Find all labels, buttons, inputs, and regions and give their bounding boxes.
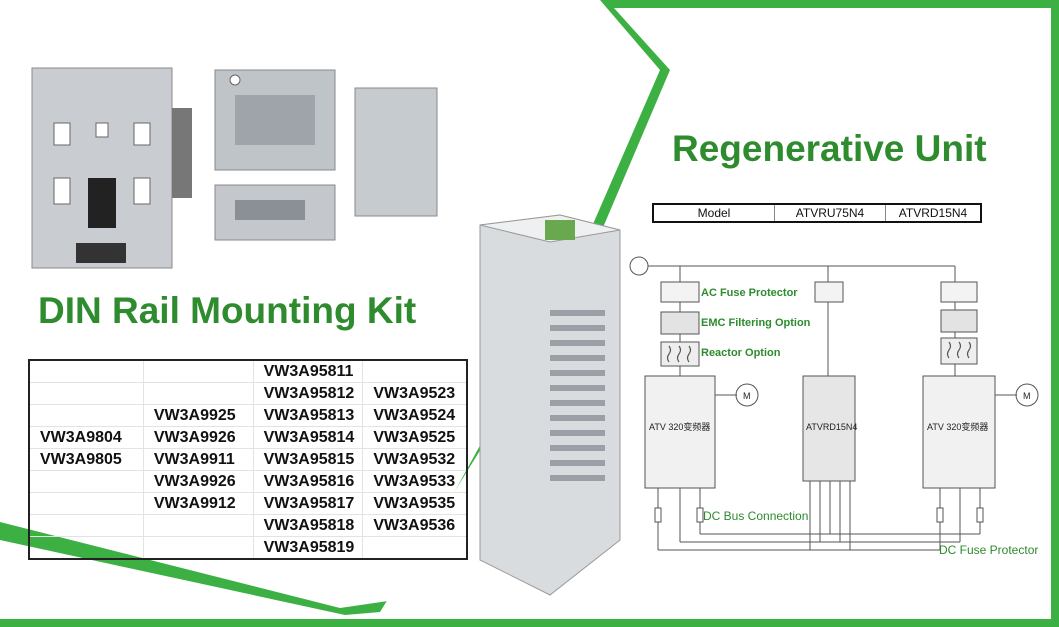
table-cell: VW3A95815 bbox=[253, 448, 364, 471]
table-cell: VW3A9925 bbox=[143, 404, 254, 427]
ac-fuse-label: AC Fuse Protector bbox=[701, 287, 798, 299]
table-cell bbox=[362, 536, 468, 560]
table-cell: VW3A9926 bbox=[143, 470, 254, 493]
table-cell bbox=[362, 360, 468, 383]
center-unit-label: ATVRD15N4 bbox=[806, 422, 857, 432]
model-header: Model bbox=[653, 204, 775, 222]
table-cell: VW3A9523 bbox=[362, 382, 468, 405]
table-cell: VW3A9926 bbox=[143, 426, 254, 449]
drive-left-label: ATV 320变频器 bbox=[649, 421, 710, 432]
table-cell bbox=[143, 514, 254, 537]
table-cell: VW3A95819 bbox=[253, 536, 364, 560]
cover-plate-image bbox=[354, 87, 438, 217]
table-cell: VW3A9525 bbox=[362, 426, 468, 449]
regenerative-unit-title: Regenerative Unit bbox=[672, 128, 987, 169]
table-cell: VW3A95812 bbox=[253, 382, 364, 405]
table-cell: VW3A9532 bbox=[362, 448, 468, 471]
table-cell: VW3A95814 bbox=[253, 426, 364, 449]
drive-right-label: ATV 320变频器 bbox=[927, 421, 988, 432]
emc-label: EMC Filtering Option bbox=[701, 317, 811, 329]
motor-right-label: M bbox=[1023, 391, 1031, 401]
din-rail-title: DIN Rail Mounting Kit bbox=[38, 290, 417, 331]
table-cell bbox=[143, 536, 254, 560]
table-cell bbox=[143, 360, 254, 383]
dc-bus-label: DC Bus Connection bbox=[703, 509, 808, 523]
table-cell bbox=[29, 360, 144, 383]
model-table: Model ATVRU75N4 ATVRD15N4 bbox=[652, 203, 982, 223]
table-cell: VW3A95813 bbox=[253, 404, 364, 427]
table-cell: VW3A9536 bbox=[362, 514, 468, 537]
table-cell: VW3A9533 bbox=[362, 470, 468, 493]
table-cell: VW3A9535 bbox=[362, 492, 468, 515]
model-value: ATVRD15N4 bbox=[898, 206, 968, 220]
table-cell bbox=[29, 382, 144, 405]
model-value: ATVRU75N4 bbox=[774, 204, 886, 222]
table-cell: VW3A9524 bbox=[362, 404, 468, 427]
table-cell: VW3A9804 bbox=[29, 426, 144, 449]
table-cell: VW3A95818 bbox=[253, 514, 364, 537]
table-cell: VW3A95811 bbox=[253, 360, 364, 383]
table-cell: VW3A9912 bbox=[143, 492, 254, 515]
reactor-label: Reactor Option bbox=[701, 347, 781, 359]
table-row: VW3A95819 bbox=[29, 536, 468, 560]
table-row: VW3A95811 bbox=[29, 360, 468, 383]
table-cell bbox=[29, 514, 144, 537]
din-rail-bracket-image bbox=[214, 69, 336, 241]
dc-fuse-label: DC Fuse Protector bbox=[939, 543, 1038, 557]
table-cell bbox=[29, 404, 144, 427]
regenerative-diagram: AC Fuse Protector EMC Filtering Option R… bbox=[629, 256, 1039, 557]
table-cell: VW3A9805 bbox=[29, 448, 144, 471]
table-cell: VW3A95816 bbox=[253, 470, 364, 493]
table-cell bbox=[143, 382, 254, 405]
din-rail-plate-image bbox=[31, 67, 192, 269]
table-cell: VW3A95817 bbox=[253, 492, 364, 515]
motor-left-label: M bbox=[743, 391, 751, 401]
table-cell bbox=[29, 536, 144, 560]
regenerative-unit-image bbox=[479, 214, 621, 596]
table-cell: VW3A9911 bbox=[143, 448, 254, 471]
table-cell bbox=[29, 470, 144, 493]
table-cell bbox=[29, 492, 144, 515]
